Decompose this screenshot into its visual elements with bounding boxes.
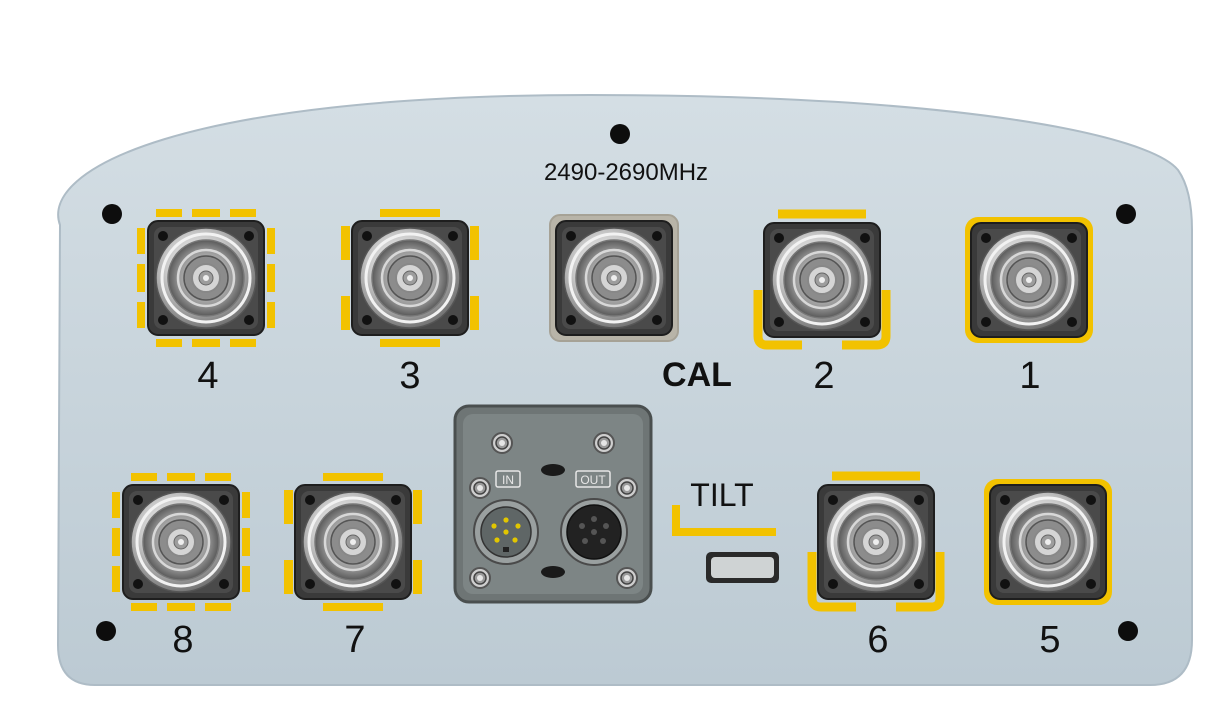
frequency-label: 2490-2690MHz	[544, 159, 708, 186]
coaxial-connector-icon	[816, 483, 936, 601]
mounting-hole-icon	[1116, 204, 1136, 224]
tilt-switch-icon[interactable]	[706, 552, 779, 583]
coaxial-connector-icon	[554, 219, 674, 337]
port-label-3: 3	[399, 355, 420, 397]
port-label-4: 4	[197, 355, 218, 397]
port-label-8: 8	[172, 619, 193, 661]
cal-label: CAL	[662, 356, 732, 394]
coaxial-connector-icon	[146, 219, 266, 337]
coaxial-connector-icon	[762, 221, 882, 339]
tilt-label: TILT	[690, 477, 753, 513]
port-6[interactable]	[812, 476, 940, 607]
port-5[interactable]	[984, 479, 1112, 605]
port-cal[interactable]	[549, 214, 679, 342]
port-7[interactable]	[284, 473, 422, 611]
port-1[interactable]	[965, 217, 1093, 343]
aisg-connector-icon[interactable]	[473, 499, 539, 565]
port-label-2: 2	[813, 355, 834, 397]
port-label-7: 7	[344, 619, 365, 661]
coaxial-connector-icon	[350, 219, 470, 337]
tilt-marking	[672, 505, 776, 536]
coaxial-connector-icon	[293, 483, 413, 601]
coaxial-connector-icon	[988, 483, 1108, 601]
mounting-hole-icon	[96, 621, 116, 641]
mounting-hole-icon	[102, 204, 122, 224]
port-label-5: 5	[1039, 619, 1060, 661]
port-3[interactable]	[341, 209, 479, 347]
port-label-6: 6	[867, 619, 888, 661]
aisg-module: IN OUT	[453, 404, 653, 604]
port-8[interactable]	[112, 473, 250, 611]
coaxial-connector-icon	[969, 221, 1089, 339]
port-2[interactable]	[758, 214, 886, 345]
out-label: OUT	[580, 473, 606, 487]
port-4[interactable]	[137, 209, 275, 347]
in-label: IN	[502, 473, 514, 487]
mounting-hole-icon	[610, 124, 630, 144]
aisg-connector-icon[interactable]	[560, 498, 628, 566]
mounting-hole-icon	[1118, 621, 1138, 641]
coaxial-connector-icon	[121, 483, 241, 601]
port-label-1: 1	[1019, 355, 1040, 397]
